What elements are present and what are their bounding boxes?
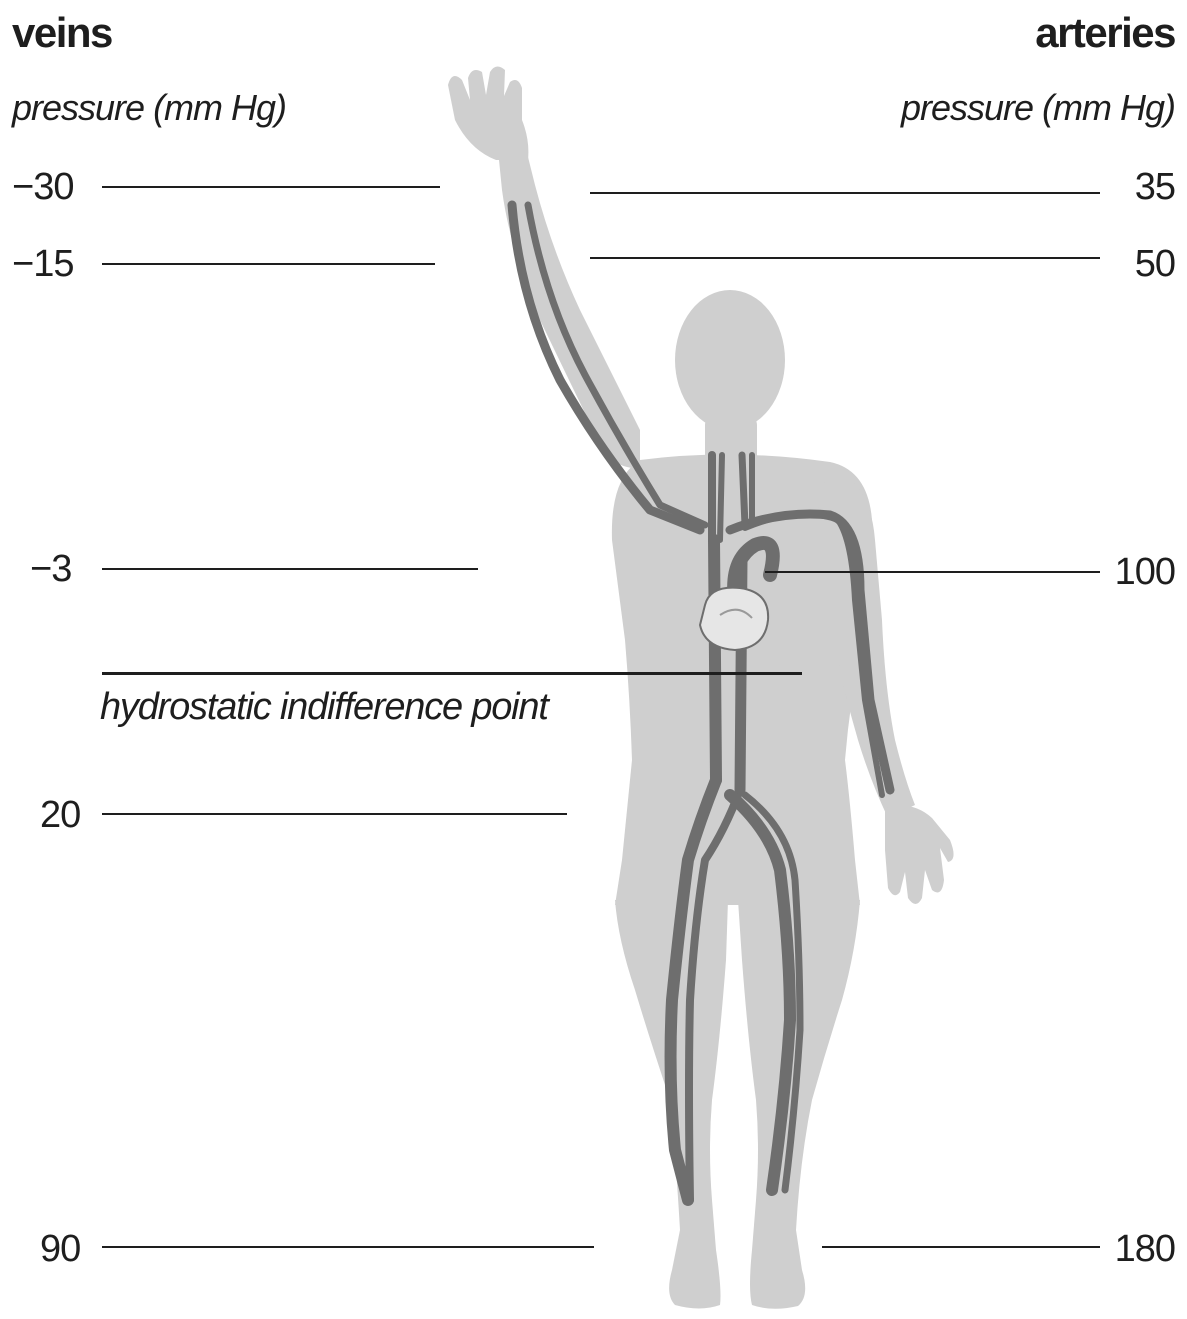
arteries-unit-label: pressure (mm Hg) <box>901 90 1175 126</box>
vein-pressure-label: −3 <box>30 550 71 588</box>
artery-pressure-label: 50 <box>1135 245 1175 283</box>
vein-level-line <box>102 568 478 570</box>
vein-pressure-label: −30 <box>12 168 73 206</box>
artery-level-line <box>590 192 1100 194</box>
artery-pressure-label: 35 <box>1135 168 1175 206</box>
veins-unit-label: pressure (mm Hg) <box>12 90 286 126</box>
vein-level-line <box>102 263 435 265</box>
heart <box>700 588 768 650</box>
vein-level-line <box>102 813 567 815</box>
arteries-heading: arteries <box>1035 12 1175 54</box>
vein-level-line <box>102 1246 594 1248</box>
vein-level-line <box>102 186 440 188</box>
artery-pressure-label: 180 <box>1115 1230 1175 1268</box>
artery-level-line <box>822 1246 1100 1248</box>
indifference-point-line <box>102 672 802 675</box>
vein-pressure-label: 90 <box>40 1230 80 1268</box>
artery-level-line <box>590 257 1100 259</box>
veins-heading: veins <box>12 12 112 54</box>
vein-pressure-label: −15 <box>12 245 73 283</box>
artery-level-line <box>765 571 1100 573</box>
artery-pressure-label: 100 <box>1115 553 1175 591</box>
vein-pressure-label: 20 <box>40 796 80 834</box>
indifference-point-label: hydrostatic indifference point <box>100 688 548 726</box>
